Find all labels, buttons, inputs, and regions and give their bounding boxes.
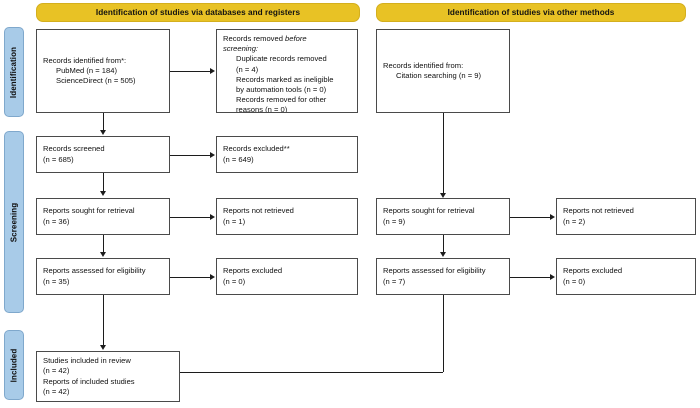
box-line: Reports of included studies bbox=[43, 376, 135, 386]
box-line: Reports assessed for eligibility bbox=[43, 266, 146, 276]
box-line: Reports sought for retrieval bbox=[43, 206, 135, 216]
box-line: Records removed for other bbox=[236, 95, 327, 105]
rail-label: Included bbox=[9, 348, 19, 382]
connector-identified-to-removed bbox=[170, 71, 210, 72]
connector-sought-to-assessed bbox=[103, 235, 104, 252]
box-line: Reports not retrieved bbox=[563, 206, 634, 216]
box-line: (n = 42) bbox=[43, 366, 70, 376]
connector-other-sought-to-assessed bbox=[443, 235, 444, 252]
connector-assessed-to-included bbox=[103, 295, 104, 345]
arrowhead-right bbox=[210, 151, 215, 158]
box-line: (n = 0) bbox=[563, 276, 586, 286]
connector-screened-to-excluded bbox=[170, 155, 210, 156]
rail-label: Screening bbox=[9, 202, 19, 242]
arrowhead-right bbox=[210, 213, 215, 220]
box-line: reasons (n = 0) bbox=[236, 105, 288, 113]
box-records-excluded: Records excluded** (n = 649) bbox=[216, 136, 358, 173]
connector-sought-to-not-retrieved bbox=[170, 217, 210, 218]
box-line: (n = 4) bbox=[236, 64, 259, 74]
box-line: (n = 9) bbox=[383, 216, 406, 226]
box-line-emphasis: before bbox=[285, 34, 307, 43]
box-studies-included-in-review: Studies included in review (n = 42) Repo… bbox=[36, 351, 180, 402]
arrowhead-right bbox=[210, 67, 215, 74]
box-line: Reports excluded bbox=[223, 266, 283, 276]
rail-identification: Identification bbox=[4, 27, 24, 117]
box-line: Records excluded** bbox=[223, 144, 290, 154]
box-line: (n = 42) bbox=[43, 386, 70, 396]
box-line: (n = 35) bbox=[43, 276, 70, 286]
box-line: Records identified from: bbox=[383, 60, 464, 70]
banner-label: Identification of studies via databases … bbox=[95, 8, 301, 17]
box-records-removed-before-screening: Records removed before screening: Duplic… bbox=[216, 29, 358, 113]
arrowhead-down bbox=[99, 130, 106, 135]
box-records-identified: Records identified from*: PubMed (n = 18… bbox=[36, 29, 170, 113]
box-line-text: Records removed bbox=[223, 34, 286, 43]
box-records-screened: Records screened (n = 685) bbox=[36, 136, 170, 173]
box-line: Records identified from*: bbox=[43, 55, 127, 65]
box-line: ScienceDirect (n = 505) bbox=[56, 76, 136, 86]
box-line: screening: bbox=[223, 44, 259, 54]
banner-other-methods: Identification of studies via other meth… bbox=[376, 3, 686, 22]
box-reports-assessed-other-methods: Reports assessed for eligibility (n = 7) bbox=[376, 258, 510, 295]
box-line: by automation tools (n = 0) bbox=[236, 85, 327, 95]
box-line: Citation searching (n = 9) bbox=[396, 71, 482, 80]
box-reports-sought-other-methods: Reports sought for retrieval (n = 9) bbox=[376, 198, 510, 235]
box-line: (n = 0) bbox=[223, 276, 246, 286]
box-reports-assessed-databases: Reports assessed for eligibility (n = 35… bbox=[36, 258, 170, 295]
box-line: Reports assessed for eligibility bbox=[383, 266, 486, 276]
arrowhead-right bbox=[550, 273, 555, 280]
banner-label: Identification of studies via other meth… bbox=[447, 8, 615, 17]
connector-other-identified-to-sought bbox=[443, 113, 444, 193]
rail-included: Included bbox=[4, 330, 24, 400]
banner-databases-and-registers: Identification of studies via databases … bbox=[36, 3, 360, 22]
box-line: (n = 7) bbox=[383, 276, 406, 286]
box-reports-excluded-other-methods: Reports excluded (n = 0) bbox=[556, 258, 696, 295]
box-line: Records removed before bbox=[223, 34, 351, 44]
rail-label: Identification bbox=[9, 46, 19, 98]
box-line: (n = 685) bbox=[43, 154, 74, 164]
arrowhead-down bbox=[99, 252, 106, 257]
connector-other-assessed-to-excluded bbox=[510, 277, 550, 278]
connector-assessed-to-excluded bbox=[170, 277, 210, 278]
arrowhead-right bbox=[210, 273, 215, 280]
arrowhead-down bbox=[99, 345, 106, 350]
box-reports-sought-databases: Reports sought for retrieval (n = 36) bbox=[36, 198, 170, 235]
box-reports-not-retrieved-other-methods: Reports not retrieved (n = 2) bbox=[556, 198, 696, 235]
connector-other-assessed-elbow-horizontal bbox=[180, 372, 443, 373]
box-line: Reports sought for retrieval bbox=[383, 206, 475, 216]
arrowhead-right bbox=[550, 213, 555, 220]
box-line: (n = 2) bbox=[563, 216, 586, 226]
box-line: PubMed (n = 184) bbox=[56, 65, 117, 75]
connector-other-sought-to-not-retrieved bbox=[510, 217, 550, 218]
box-line: Records marked as ineligible bbox=[236, 74, 334, 84]
box-reports-excluded-databases: Reports excluded (n = 0) bbox=[216, 258, 358, 295]
connector-screened-to-sought bbox=[103, 173, 104, 191]
rail-screening: Screening bbox=[4, 131, 24, 313]
box-reports-not-retrieved-databases: Reports not retrieved (n = 1) bbox=[216, 198, 358, 235]
box-line: (n = 36) bbox=[43, 216, 70, 226]
box-line: Reports not retrieved bbox=[223, 206, 294, 216]
box-line: Records screened bbox=[43, 144, 105, 154]
box-line: (n = 1) bbox=[223, 216, 246, 226]
box-records-identified-other-methods: Records identified from: Citation search… bbox=[376, 29, 510, 113]
connector-other-assessed-elbow-vertical bbox=[443, 295, 444, 372]
box-line: (n = 649) bbox=[223, 154, 254, 164]
box-line: Reports excluded bbox=[563, 266, 623, 276]
box-line: Studies included in review bbox=[43, 356, 131, 366]
connector-identified-to-screened bbox=[103, 113, 104, 130]
box-line: Duplicate records removed bbox=[236, 54, 327, 64]
arrowhead-down bbox=[439, 252, 446, 257]
arrowhead-down bbox=[99, 191, 106, 196]
arrowhead-down bbox=[439, 193, 446, 198]
